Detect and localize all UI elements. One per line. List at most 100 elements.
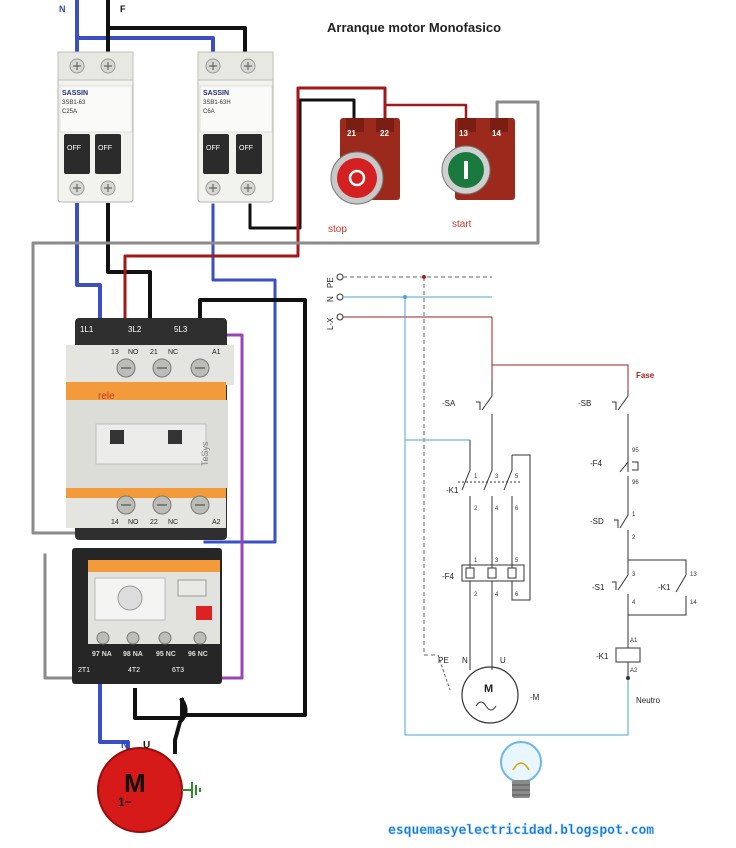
schem-k1coil-label: -K1 <box>596 652 609 661</box>
schem-neutro-label: Neutro <box>636 696 661 705</box>
lightbulb-icon <box>500 741 542 798</box>
site-watermark: esquemasyelectricidad.blogspot.com <box>388 823 654 838</box>
schem-n3: 3 <box>632 572 636 578</box>
schem-sd-label: -SD <box>590 517 604 526</box>
breaker-main-off-left: OFF <box>67 145 81 152</box>
wire-black-motor <box>173 697 188 754</box>
schem-k-bot-4: 4 <box>495 506 499 512</box>
schem-u-label: U <box>500 656 506 665</box>
ground-icon <box>182 782 201 798</box>
start-terminal-13: 13 <box>459 129 468 138</box>
aux-bottom-nc: NC <box>168 519 178 526</box>
breaker-control-off-right: OFF <box>239 145 253 152</box>
supply-neutral-label: N <box>59 4 66 14</box>
wire-neutral-power <box>75 203 102 322</box>
contactor-bottom-terminal-2: 4T2 <box>128 542 142 551</box>
schem-n-label: N <box>462 656 468 665</box>
schem-n2: 2 <box>632 535 636 541</box>
overload-output-1: 2T1 <box>78 667 90 674</box>
overload-relay: 97 NA 98 NA 95 NC 96 NC 2T1 4T2 6T3 <box>72 548 222 684</box>
motor-sub: 1~ <box>118 795 132 809</box>
contactor-bottom-terminal-1: 2T1 <box>80 542 94 551</box>
schem-n14: 14 <box>690 600 697 606</box>
wire-stop22-start13 <box>383 103 468 120</box>
wire-black-bottom <box>133 688 182 720</box>
breaker-control-off-left: OFF <box>206 145 220 152</box>
breaker-control: SASSIN 3SB1-63H C6A OFF OFF <box>197 51 274 203</box>
wire-stop-to-start <box>296 86 387 245</box>
overload-contact-96: 96 NC <box>188 651 208 658</box>
schem-n4: 4 <box>632 600 636 606</box>
start-terminal-14: 14 <box>492 129 501 138</box>
breaker-main: SASSIN 3SB1-63 C25A OFF OFF <box>57 51 134 203</box>
stop-pushbutton: 21 22 <box>330 118 400 205</box>
schem-k-bot-2: 2 <box>474 506 478 512</box>
contactor-bottom-terminal-3: 6T3 <box>174 542 188 551</box>
schem-f-bot-6: 6 <box>515 592 519 598</box>
rail-pe-label: PE <box>326 277 335 288</box>
schem-n1: 1 <box>632 512 636 518</box>
wire-phase-power <box>106 203 152 322</box>
rail-l-label: L-X <box>326 317 335 330</box>
breaker-main-rating: C25A <box>62 109 77 115</box>
aux-bottom-14: 14 <box>111 519 119 526</box>
schem-sa-label: -SA <box>442 399 456 408</box>
wire-neutral-feed <box>75 36 215 57</box>
schem-f-bot-4: 4 <box>495 592 499 598</box>
motor: N U M 1~ <box>97 740 201 833</box>
schem-s1-label: -S1 <box>592 583 605 592</box>
breaker-control-model: 3SB1-63H <box>203 100 231 106</box>
contactor-top-terminal-3: 5L3 <box>174 325 188 334</box>
contactor: 1L1 3L2 5L3 13 NO 21 NC A1 rele TeSys 14 <box>66 318 234 551</box>
breaker-main-off-right: OFF <box>98 145 112 152</box>
stop-terminal-21: 21 <box>347 129 356 138</box>
motor-n-label: N <box>121 740 128 751</box>
contactor-top-terminal-1: 1L1 <box>80 325 94 334</box>
start-label: start <box>452 219 472 230</box>
schem-f4-label: -F4 <box>442 572 455 581</box>
schem-fase-label: Fase <box>636 371 655 380</box>
schem-a2: A2 <box>630 668 638 674</box>
schem-k-top-1: 1 <box>474 474 478 480</box>
wire-black-loop <box>180 298 307 717</box>
schem-f-bot-2: 2 <box>474 592 478 598</box>
motor-symbol: M <box>124 768 146 798</box>
wire-red-to-contactor <box>123 241 300 367</box>
schem-n96: 96 <box>632 480 639 486</box>
schem-sb-label: -SB <box>578 399 591 408</box>
schem-f4c-label: -F4 <box>590 459 603 468</box>
schem-n95: 95 <box>632 448 639 454</box>
breaker-main-model: 3SB1-63 <box>62 100 86 106</box>
schem-pe-label: PE <box>438 656 449 665</box>
schem-k-top-3: 3 <box>495 474 499 480</box>
aux-bottom-no: NO <box>128 519 139 526</box>
aux-top-13: 13 <box>111 349 119 356</box>
schem-k-top-5: 5 <box>515 474 519 480</box>
overload-contact-95: 95 NC <box>156 651 176 658</box>
supply-phase-label: F <box>120 4 126 14</box>
wire-control-phase <box>248 98 356 230</box>
rail-n-label: N <box>326 296 335 302</box>
overload-output-3: 6T3 <box>172 667 184 674</box>
diagram-title: Arranque motor Monofasico <box>327 20 501 35</box>
schematic: PE N L-X Fase -SA -K1 1 3 5 2 <box>326 273 697 736</box>
start-pushbutton: 13 14 <box>441 118 515 200</box>
aux-top-a1: A1 <box>212 349 221 356</box>
schem-f-top-1: 1 <box>474 558 478 564</box>
aux-bottom-22: 22 <box>150 519 158 526</box>
schem-f-top-3: 3 <box>495 558 499 564</box>
aux-bottom-a2: A2 <box>212 519 221 526</box>
schem-k1c-label: -K1 <box>658 583 671 592</box>
overload-contact-97: 97 NA <box>92 651 112 658</box>
breaker-main-brand: SASSIN <box>62 90 88 97</box>
aux-top-no: NO <box>128 349 139 356</box>
wire-phase-feed <box>106 26 247 57</box>
overload-contact-98: 98 NA <box>123 651 143 658</box>
overload-output-2: 4T2 <box>128 667 140 674</box>
contactor-brand: TeSys <box>200 441 210 466</box>
contactor-top-terminal-2: 3L2 <box>128 325 142 334</box>
stop-terminal-22: 22 <box>380 129 389 138</box>
schem-a1: A1 <box>630 638 638 644</box>
breaker-control-brand: SASSIN <box>203 90 229 97</box>
